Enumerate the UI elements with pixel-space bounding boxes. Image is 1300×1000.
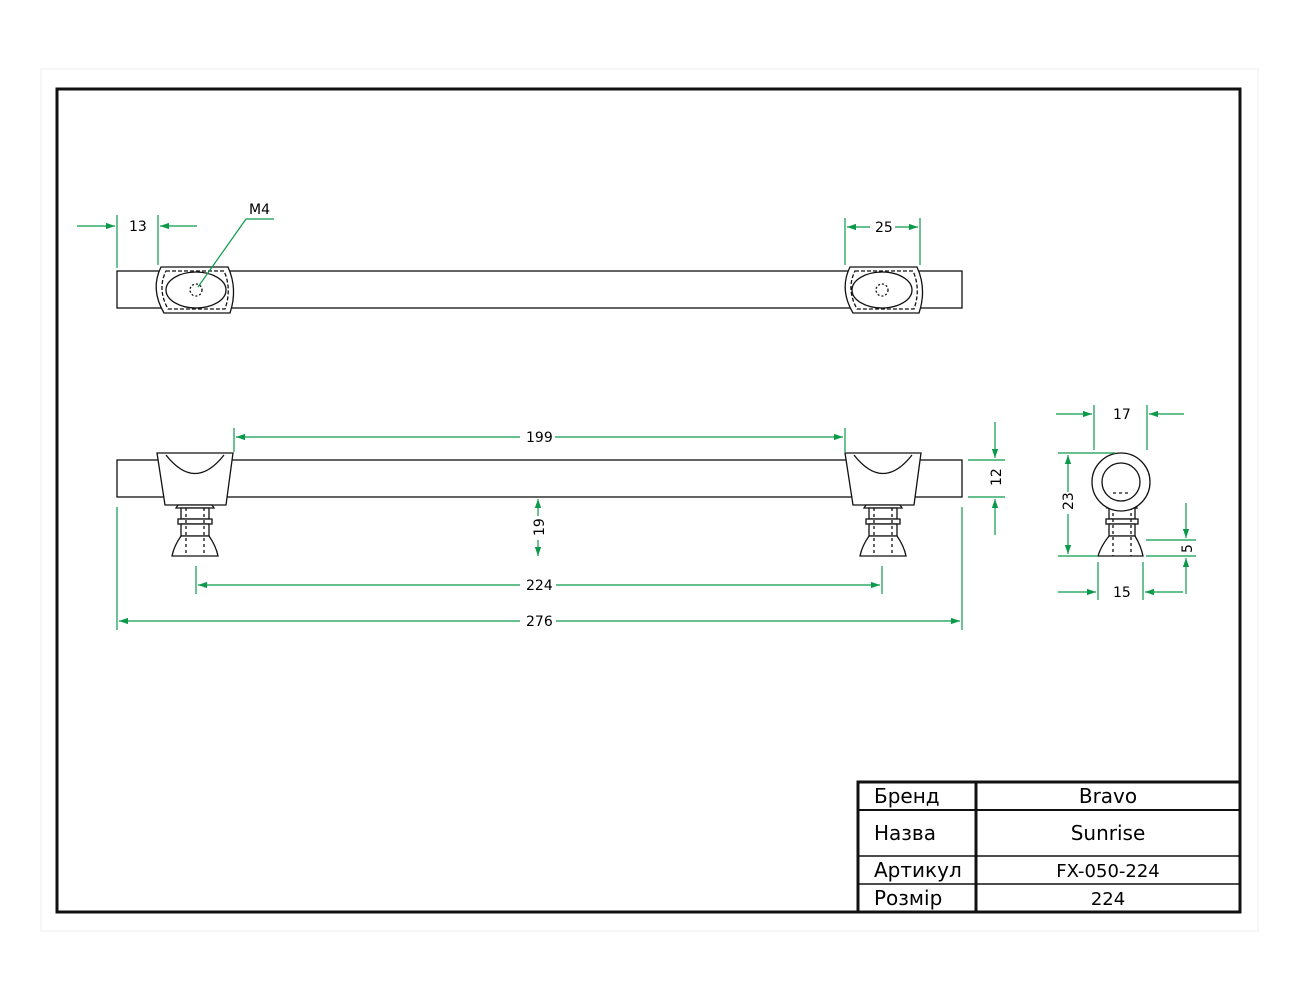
title-block-value-brand: Bravo [1079,784,1137,808]
title-block-label-size: Розмір [874,886,942,910]
dim-side-base-height: 5 [1180,544,1196,553]
front-view [116,452,963,557]
dim-side-total-height: 23 [1061,492,1077,510]
dim-side-width: 17 [1113,407,1131,423]
dim-center-distance: 224 [526,578,553,594]
top-view-right-foot [844,266,924,314]
front-view-bar [116,459,963,498]
side-view-ring-inner [1101,462,1141,502]
top-view [116,266,963,314]
side-view-ring-outer [1091,452,1151,512]
title-block-value-article: FX-050-224 [1056,861,1160,882]
title-block-label-brand: Бренд [874,784,940,808]
side-view-dimensions [1056,405,1196,600]
dim-inner-distance: 199 [526,430,553,446]
front-view-left-foot [156,452,234,557]
dim-clearance: 19 [532,518,548,536]
drawing-frame [55,87,1242,914]
thread-label: M4 [249,202,270,218]
title-block-value-size: 224 [1091,889,1125,910]
dim-overall-length: 276 [526,614,553,630]
title-block-label-name: Назва [874,821,936,845]
dim-bar-height: 12 [989,468,1005,486]
outer-frame [40,68,1259,932]
front-view-right-foot [844,452,922,557]
front-view-dimensions [116,422,1005,630]
title-block-label-article: Артикул [874,858,962,882]
title-block: Бренд Bravo Назва Sunrise Артикул FX-050… [856,780,1242,914]
top-view-dimensions [77,215,921,288]
title-block-value-name: Sunrise [1071,821,1146,845]
top-view-bar [116,270,963,309]
dim-side-base-width: 15 [1113,585,1131,601]
side-view [1091,452,1151,557]
dim-foot-width: 25 [875,220,893,236]
dim-top-left-offset: 13 [129,219,147,235]
top-view-left-foot [155,266,235,314]
